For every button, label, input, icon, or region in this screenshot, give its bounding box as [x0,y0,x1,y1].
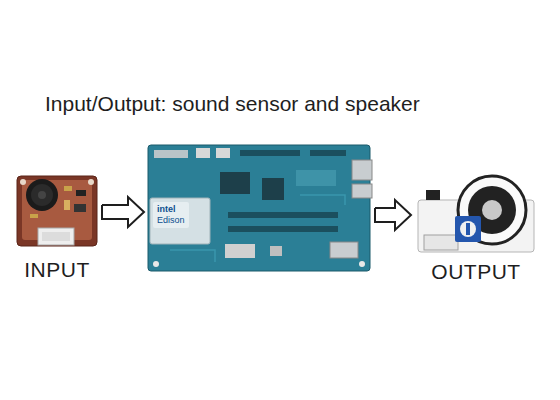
board-node: intelEdison [147,144,372,272]
illustration-part [426,190,440,200]
illustration-part [26,179,58,211]
illustration-part [330,242,358,258]
illustration-part [310,150,346,156]
illustration-part [20,179,26,185]
caption-holder: INPUT [15,258,99,282]
illustration-part [460,221,476,237]
io-label: INPUT [15,258,99,282]
illustration-part [196,148,210,158]
illustration-part [38,191,46,199]
module-node: OUTPUT [414,174,538,256]
io-label: OUTPUT [414,260,538,284]
illustration-part [74,204,86,212]
flow-arrow [102,197,144,227]
illustration-part [31,184,53,206]
illustration-part [262,178,284,200]
illustration-part [240,150,300,156]
caption-holder: OUTPUT [414,260,538,284]
edison-board [148,145,372,271]
illustration-part [216,148,230,158]
illustration-part [270,246,282,256]
illustration-part [359,261,365,267]
illustration-part [170,195,345,262]
illustration-part [482,200,502,220]
illustration-part [228,226,338,232]
illustration-part [17,176,97,246]
illustration-part [458,176,526,244]
illustration-part [76,190,86,196]
illustration-part [148,145,370,271]
illustration-part [38,228,74,245]
flow-arrow [375,200,411,230]
illustration-part [154,150,188,158]
illustration-part [220,172,250,194]
chip-label-patch: intelEdison [153,202,189,228]
illustration-part [30,214,38,218]
illustration-part [228,212,338,218]
chip-text: Edison [157,215,185,226]
illustration-part [150,198,210,244]
illustration-part [153,261,159,267]
illustration-part [352,184,372,198]
illustration-part [455,216,481,242]
illustration-part [296,170,336,186]
illustration-part [88,179,94,185]
illustration-part [64,186,72,191]
illustration-part [424,235,458,250]
module-node: INPUT [15,174,99,250]
illustration-part [64,200,70,210]
illustration-part [466,223,470,235]
illustration-part [42,232,70,241]
speaker-module [418,176,534,252]
diagram-title: Input/Output: sound sensor and speaker [45,92,420,116]
sound-sensor [17,176,97,246]
illustration-part [225,244,255,258]
illustration-part [352,160,372,180]
chip-text: intel [157,204,185,215]
